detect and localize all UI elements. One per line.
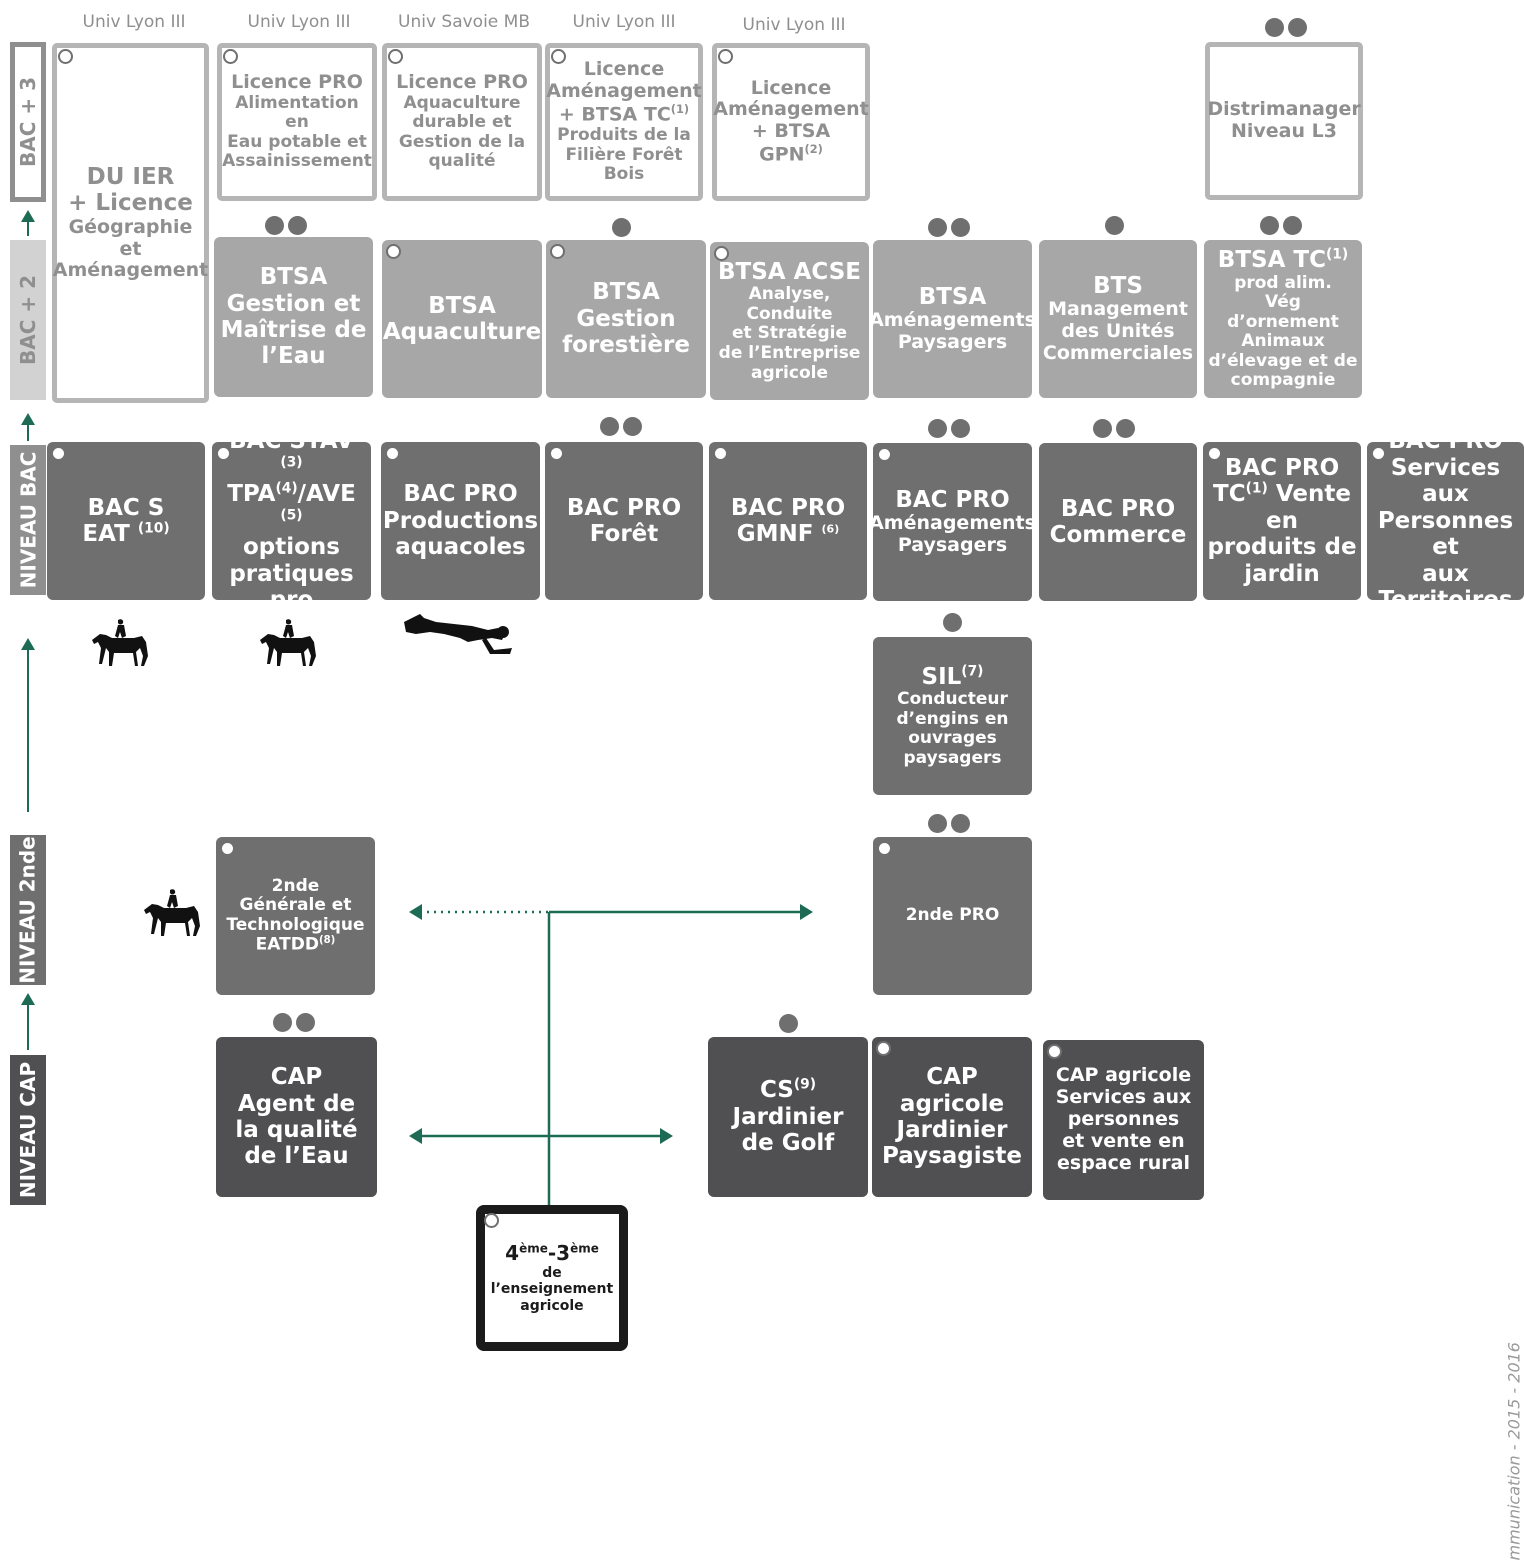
- du-ier-licence-geographie[interactable]: DU IER + Licence Géographie et Aménageme…: [52, 43, 209, 403]
- bac-pro-commerce[interactable]: BAC PRO Commerce: [1039, 443, 1197, 601]
- level-bac2: BAC + 2: [10, 240, 46, 400]
- private-school-dot: [928, 218, 947, 237]
- bac-pro-foret[interactable]: BAC PRO Forêt: [545, 442, 703, 600]
- university-label: Univ Lyon III: [82, 12, 186, 32]
- university-label: Univ Savoie MB: [398, 12, 530, 32]
- public-school-marker: [718, 49, 733, 64]
- level-bac: NIVEAU BAC: [10, 445, 46, 595]
- private-school-dot: [951, 419, 970, 438]
- btsa-amenagements-paysagers[interactable]: BTSA Aménagements Paysagers: [869, 240, 1036, 398]
- public-school-marker: [484, 1213, 499, 1228]
- arrow-up-icon: [21, 413, 35, 441]
- public-school-marker: [388, 49, 403, 64]
- public-school-marker: [58, 49, 73, 64]
- btsa-acse[interactable]: BTSA ACSE Analyse, Conduite et Stratégie…: [710, 242, 869, 400]
- private-school-dot: [612, 218, 631, 237]
- bac-pro-gmnf[interactable]: BAC PRO GMNF (6): [709, 442, 867, 600]
- private-school-dot: [951, 814, 970, 833]
- btsa-technico-commercial[interactable]: BTSA TC(1) prod alim. Vég d’ornement Ani…: [1204, 240, 1362, 398]
- horse-rider-icon: [260, 619, 316, 666]
- licence-amenagement-btsa-tc[interactable]: Licence Aménagement + BTSA TC(1) Produit…: [545, 43, 703, 201]
- seconde-pro[interactable]: 2nde PRO: [873, 837, 1032, 995]
- distrimanager-niveau-l3[interactable]: Distrimanager Niveau L3: [1205, 42, 1363, 200]
- private-school-dot: [1116, 419, 1135, 438]
- seconde-generale-technologique[interactable]: 2nde Générale et Technologique EATDD(8): [216, 837, 375, 995]
- diver-icon: [404, 614, 512, 654]
- bac-pro-tc-vente-jardin[interactable]: BAC PRO TC(1) Vente en produits de jardi…: [1203, 442, 1361, 600]
- private-school-dot: [1260, 216, 1279, 235]
- licence-pro-aquaculture[interactable]: Licence PRO Aquaculture durable et Gesti…: [382, 43, 542, 201]
- public-school-marker: [551, 49, 566, 64]
- public-school-marker: [216, 446, 231, 461]
- bac-stav[interactable]: BAC STAV (3) TPA(4)/AVE (5) options prat…: [212, 428, 371, 613]
- level-cap: NIVEAU CAP: [10, 1055, 46, 1205]
- public-school-marker: [550, 244, 565, 259]
- orientation-arrows: [409, 904, 813, 1210]
- private-school-dot: [273, 1013, 292, 1032]
- licence-pro-eau-potable[interactable]: Licence PRO Alimentation en Eau potable …: [217, 43, 377, 201]
- university-label: Univ Lyon III: [572, 12, 676, 32]
- private-school-dot: [296, 1013, 315, 1032]
- private-school-dot: [1093, 419, 1112, 438]
- horse-rider-icon: [92, 619, 148, 666]
- bac-pro-productions-aquacoles[interactable]: BAC PRO Productions aquacoles: [381, 442, 540, 600]
- public-school-marker: [223, 49, 238, 64]
- private-school-dot: [928, 419, 947, 438]
- bac-pro-sapat[interactable]: BAC PRO Services aux Personnes et aux Te…: [1367, 428, 1524, 613]
- public-school-marker: [1371, 446, 1386, 461]
- btsa-aquaculture[interactable]: BTSA Aquaculture: [382, 240, 542, 398]
- public-school-marker: [1047, 1044, 1062, 1059]
- public-school-marker: [1207, 446, 1222, 461]
- public-school-marker: [549, 446, 564, 461]
- private-school-dot: [623, 417, 642, 436]
- public-school-marker: [713, 446, 728, 461]
- public-school-marker: [877, 447, 892, 462]
- private-school-dot: [1288, 18, 1307, 37]
- licence-amenagement-btsa-gpn[interactable]: Licence Aménagement + BTSA GPN(2): [712, 43, 870, 201]
- cap-agricole-jardinier-paysagiste[interactable]: CAP agricole Jardinier Paysagiste: [872, 1037, 1032, 1197]
- public-school-marker: [51, 446, 66, 461]
- private-school-dot: [600, 417, 619, 436]
- private-school-dot: [951, 218, 970, 237]
- public-school-marker: [877, 841, 892, 856]
- btsa-gestion-forestiere[interactable]: BTSA Gestion forestière: [546, 240, 706, 398]
- private-school-dot: [265, 216, 284, 235]
- university-label: Univ Lyon III: [247, 12, 351, 32]
- cs-jardinier-golf[interactable]: CS(9) Jardinier de Golf: [708, 1037, 868, 1197]
- university-label: Univ Lyon III: [742, 15, 846, 35]
- public-school-marker: [876, 1041, 891, 1056]
- cap-agent-qualite-eau[interactable]: CAP Agent de la qualité de l’Eau: [216, 1037, 377, 1197]
- public-school-marker: [714, 246, 729, 261]
- horse-rider-icon: [144, 889, 200, 936]
- arrow-up-icon: [21, 210, 35, 236]
- private-school-dot: [943, 613, 962, 632]
- private-school-dot: [779, 1014, 798, 1033]
- arrow-up-icon: [21, 993, 35, 1050]
- private-school-dot: [1105, 216, 1124, 235]
- public-school-marker: [220, 841, 235, 856]
- public-school-marker: [386, 244, 401, 259]
- bac-pro-amenagements-paysagers[interactable]: BAC PRO Aménagements Paysagers: [869, 443, 1036, 601]
- arrow-up-icon: [21, 638, 35, 812]
- bts-management-unites-commerciales[interactable]: BTS Management des Unités Commerciales: [1039, 240, 1197, 398]
- sil-conducteur-engins[interactable]: SIL(7) Conducteur d’engins en ouvrages p…: [873, 637, 1032, 795]
- btsa-gestion-maitrise-eau[interactable]: BTSA Gestion et Maîtrise de l’Eau: [214, 237, 373, 397]
- bac-s-eat[interactable]: BAC S EAT (10): [47, 442, 205, 600]
- private-school-dot: [1265, 18, 1284, 37]
- private-school-dot: [1283, 216, 1302, 235]
- footer-watermark: mmunication - 2015 - 2016: [1504, 1342, 1523, 1560]
- level-seconde: NIVEAU 2nde: [10, 835, 46, 985]
- cap-agricole-services-personnes[interactable]: CAP agricole Services aux personnes et v…: [1043, 1040, 1204, 1200]
- private-school-dot: [928, 814, 947, 833]
- private-school-dot: [288, 216, 307, 235]
- public-school-marker: [385, 446, 400, 461]
- college-4eme-3eme[interactable]: 4ème-3ème de l’enseignement agricole: [476, 1205, 628, 1351]
- level-bac3: BAC + 3: [10, 42, 46, 202]
